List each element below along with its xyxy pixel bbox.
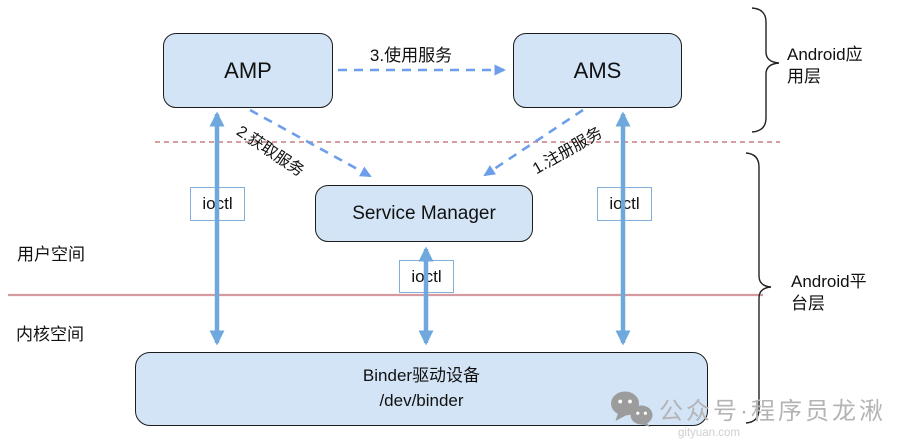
platform-layer-line1: Android平 xyxy=(791,272,867,291)
ams-box: AMS xyxy=(513,33,682,108)
service-manager-box: Service Manager xyxy=(315,185,533,242)
app-layer-line2: 用层 xyxy=(787,67,821,87)
ioctl-box-middle: ioctl xyxy=(399,260,454,293)
app-layer-brace xyxy=(751,7,780,133)
watermark: 公众号·程序员龙湫 xyxy=(610,390,886,427)
ioctl-box-right: ioctl xyxy=(597,187,652,221)
platform-layer-label: Android平 台层 xyxy=(791,271,867,315)
kernel-space-label: 内核空间 xyxy=(16,325,84,344)
binder-driver-path: /dev/binder xyxy=(379,391,464,410)
watermark-brand: 公众号·程序员龙湫 xyxy=(659,398,886,425)
use-service-label: 3.使用服务 xyxy=(369,46,453,65)
register-service-label: 1.注册服务 xyxy=(530,124,606,178)
amp-label: AMP xyxy=(224,57,272,83)
binder-driver-label: Binder驱动设备 xyxy=(362,366,481,386)
service-manager-label: Service Manager xyxy=(352,202,496,224)
binder-driver-box: Binder驱动设备 /dev/binder xyxy=(135,352,708,426)
ioctl-label-left: ioctl xyxy=(202,194,233,213)
platform-layer-brace xyxy=(745,152,772,424)
ioctl-label-right: ioctl xyxy=(609,194,640,213)
app-layer-line1: Android应 xyxy=(787,45,863,64)
ioctl-box-left: ioctl xyxy=(190,187,245,221)
ams-label: AMS xyxy=(573,57,622,83)
ioctl-label-middle: ioctl xyxy=(411,266,442,286)
platform-layer-line2: 台层 xyxy=(791,294,825,314)
get-service-label: 2.获取服务 xyxy=(233,122,307,181)
amp-box: AMP xyxy=(163,33,333,108)
wechat-icon xyxy=(611,391,653,427)
app-layer-label: Android应 用层 xyxy=(787,44,863,88)
user-space-label: 用户空间 xyxy=(17,245,85,264)
watermark-site: gityuan.com xyxy=(678,427,741,439)
